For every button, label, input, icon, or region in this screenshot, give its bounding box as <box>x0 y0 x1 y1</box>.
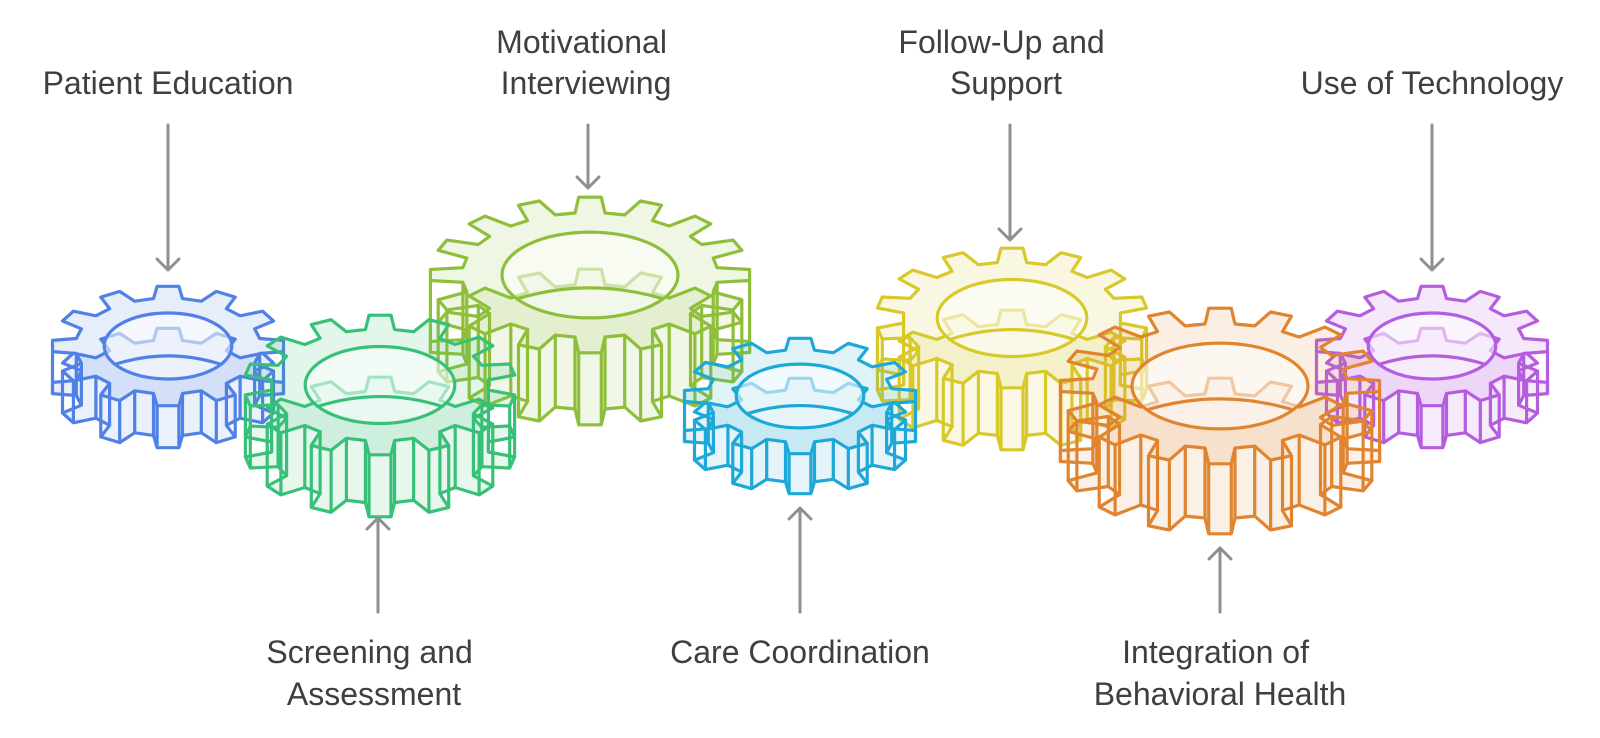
gear-use-of-technology <box>1314 284 1550 450</box>
gear-screening-assessment-hole <box>303 344 457 426</box>
gear-patient-education <box>50 284 286 450</box>
arrow-patient-education <box>155 123 181 272</box>
gear-use-of-technology-edges <box>1314 351 1550 448</box>
arrow-use-of-technology <box>1419 123 1445 272</box>
gears-layer <box>50 195 1550 536</box>
gear-motivational-interviewing-rim <box>517 286 663 301</box>
gear-behavioral-health-hole <box>1130 341 1310 431</box>
arrow-motivational-interviewing <box>575 123 601 190</box>
gear-behavioral-health-edges <box>1058 391 1382 534</box>
gear-behavioral-health <box>1058 306 1382 536</box>
label-integration-of-behavioral-health: Integration of Behavioral Health <box>1094 634 1347 712</box>
gear-motivational-interviewing-hole <box>500 230 680 320</box>
gear-patient-education-hole <box>102 311 234 381</box>
gear-screening-assessment <box>243 313 517 519</box>
arrows-layer <box>155 123 1445 614</box>
arrow-screening-assessment <box>365 516 391 614</box>
gear-patient-education-rim <box>115 354 221 366</box>
gear-follow-up-support-hole <box>935 277 1089 359</box>
gear-motivational-interviewing <box>428 195 752 427</box>
label-care-coordination: Care Coordination <box>670 634 930 670</box>
gear-behavioral-health-rim <box>1147 397 1293 412</box>
gear-follow-up-support <box>875 246 1149 452</box>
gear-follow-up-support-rim <box>950 327 1074 341</box>
gear-care-coordination <box>682 336 918 496</box>
label-screening-and-assessment: Screening and Assessment <box>266 634 481 712</box>
gear-care-coordination-rim <box>747 404 853 416</box>
gear-care-coordination-edges <box>682 401 918 494</box>
arrow-behavioral-health <box>1207 546 1233 614</box>
label-use-of-technology: Use of Technology <box>1301 65 1564 101</box>
label-follow-up-and-support: Follow-Up and Support <box>898 24 1113 101</box>
gear-patient-education-edges <box>50 351 286 448</box>
arrow-follow-up-support <box>997 123 1023 242</box>
gear-use-of-technology-rim <box>1379 354 1485 366</box>
gear-use-of-technology-hole <box>1366 311 1498 381</box>
label-patient-education: Patient Education <box>43 65 294 101</box>
gear-screening-assessment-rim <box>318 394 442 408</box>
arrow-care-coordination <box>787 506 813 614</box>
label-motivational-interviewing: Motivational Interviewing <box>496 24 676 101</box>
gear-care-coordination-hole <box>734 362 866 430</box>
